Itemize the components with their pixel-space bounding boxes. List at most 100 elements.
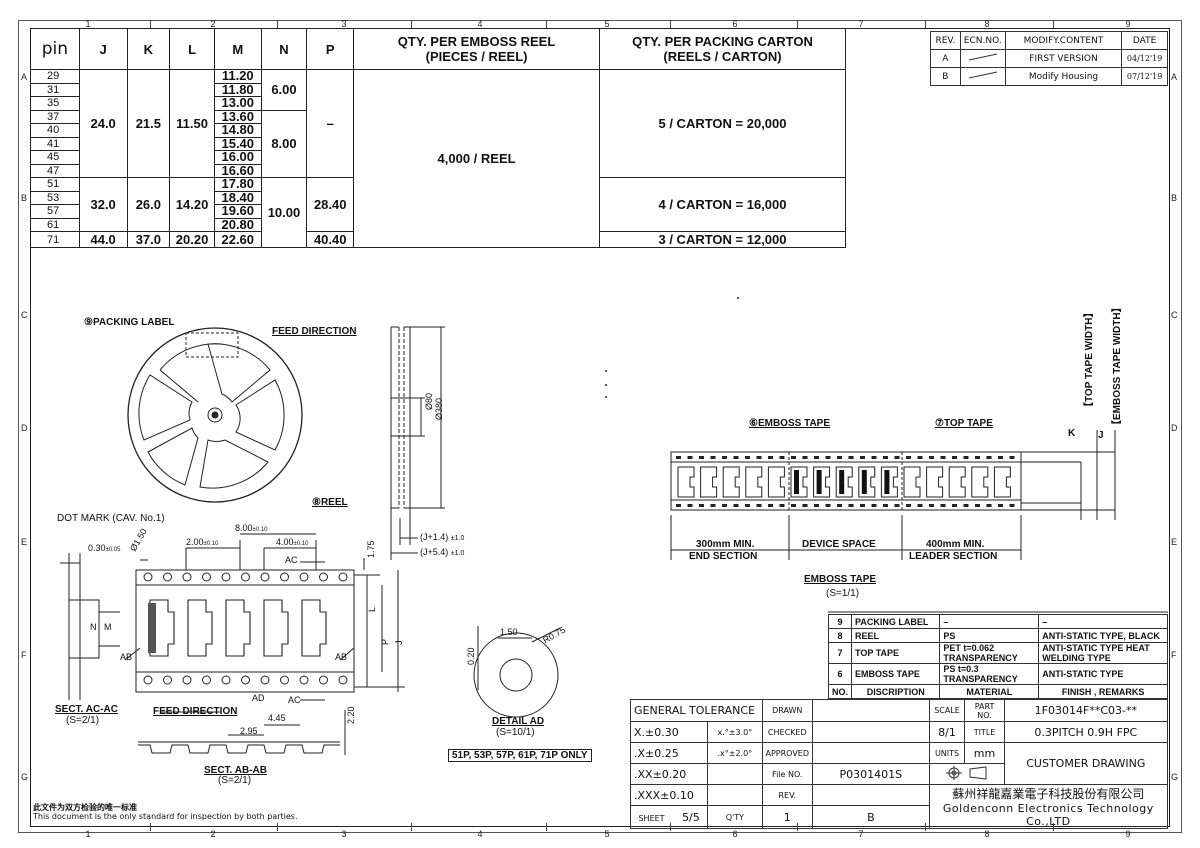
tape-cavity [790, 466, 808, 498]
carrier-sprocket-hole [221, 572, 231, 582]
zone-number-top: 3 [341, 19, 347, 29]
tape-sprocket-hole [883, 456, 888, 459]
detail-ad-scale: (S=10/1) [496, 727, 535, 738]
col-j: J [78, 28, 128, 70]
part-no-label: PART NO. [964, 699, 1005, 722]
detail-ad-title: DETAIL AD [492, 716, 545, 727]
tape-sprocket-hole [929, 456, 934, 459]
sheet-cell: SHEET 5/5 [629, 805, 709, 829]
m-value: 17.80 [213, 177, 262, 192]
dim-220: 2.20 [346, 706, 356, 724]
tape-cavity [700, 466, 718, 498]
bom-header-desc: DISCRIPTION [851, 684, 941, 699]
leader-section-length: 400mm MIN. [926, 539, 985, 550]
scale-value: 8/1 [928, 721, 966, 743]
customer-drawing: CUSTOMER DRAWING [1003, 742, 1169, 785]
k-value: 37.0 [126, 231, 171, 248]
carrier-pocket [301, 599, 327, 657]
section-ac-bottom: AC [288, 695, 301, 705]
j-value: 44.0 [78, 231, 128, 248]
zone-tick [150, 20, 151, 28]
carrier-tape-detail [60, 533, 405, 701]
bom-header-fin: FINISH , REMARKS [1038, 684, 1168, 699]
carrier-sprocket-hole [143, 572, 153, 582]
tape-sprocket-hole [917, 504, 923, 507]
footer-cn-note: 此文件为双方检验的唯一标准 [33, 803, 137, 812]
zone-letter-right: B [1171, 193, 1178, 203]
tape-sprocket-hole [894, 504, 900, 507]
tape-sprocket-hole [779, 504, 785, 507]
tape-sprocket-hole [906, 504, 911, 507]
col-p: P [306, 28, 355, 70]
dim-j-detail: J [394, 640, 404, 646]
bom-finish: – [1038, 614, 1168, 629]
dim-n: N [90, 622, 97, 632]
zone-letter-left: E [21, 537, 28, 547]
n-value: 8.00 [260, 109, 308, 178]
zone-letter-left: C [21, 310, 28, 320]
checked-label: CHECKED [761, 721, 814, 743]
carrier-sprocket-hole [260, 675, 270, 685]
carrier-pockets [148, 599, 327, 657]
sect-ab-scale: (S=2/1) [218, 775, 252, 786]
dim-030: 0.30±0.05 [88, 543, 121, 553]
bom-no: 8 [827, 628, 853, 643]
carrier-sprocket-hole [163, 572, 172, 582]
tape-sprocket-hole [699, 504, 704, 507]
sect-ac-title: SECT. AC-AC [55, 704, 118, 715]
l-value: 14.20 [169, 177, 215, 232]
tape-sprocket-hole [676, 456, 681, 459]
j-value: 24.0 [78, 69, 128, 178]
bom-no: 6 [827, 663, 853, 685]
end-section-label: END SECTION [689, 551, 758, 562]
zone-letter-right: A [1171, 72, 1178, 82]
tape-sprocket-hole [952, 504, 957, 507]
tape-sprocket-hole [963, 456, 969, 459]
tape-sprocket-hole [733, 456, 739, 459]
tape-cavity [993, 466, 1011, 498]
zone-tick [797, 20, 798, 28]
part-no: 1F03014F**C03-** [1003, 699, 1169, 722]
carrier-sprocket-hole [299, 675, 309, 685]
dim-k-tape: K [1068, 428, 1076, 439]
zone-number-bottom: 3 [341, 829, 347, 839]
tape-sprocket-hole [722, 456, 727, 459]
dim-175: 1.75 [366, 540, 376, 558]
section-ab-left: AB [120, 652, 133, 662]
col-pin: pin [30, 28, 80, 70]
file-no-label: File NO. [761, 763, 814, 785]
tape-sprocket-hole [710, 504, 716, 507]
company-en: Goldenconn Electronics Technology Co.,LT… [942, 802, 1154, 828]
tape-sprocket-hole [676, 504, 681, 507]
carrier-sprocket-hole [163, 675, 172, 685]
tape-sprocket-hole [837, 456, 842, 459]
zone-number-top: 2 [210, 19, 216, 29]
m-value: 16.60 [213, 163, 262, 178]
bom-finish: ANTI-STATIC TYPE HEAT WELDING TYPE [1038, 642, 1168, 664]
pin-dimension-table: pin J K L M N P QTY. PER EMBOSS REEL(PIE… [30, 28, 846, 248]
tape-sprocket-hole [986, 504, 992, 507]
tape-sprocket-hole [768, 456, 773, 459]
carton-qty-sub: (REELS / CARTON) [663, 49, 782, 64]
carrier-component [148, 603, 156, 653]
carton-qty-value: 5 / CARTON = 20,000 [599, 69, 846, 178]
tape-sprocket-hole [848, 456, 854, 459]
rev-b-date: 07/12'19 [1121, 67, 1168, 86]
company-cn: 蘇州祥龍嘉業電子科技股份有限公司 [952, 787, 1145, 801]
carrier-sprocket-hole [338, 675, 348, 685]
tape-sprocket-hole [975, 504, 980, 507]
k-value: 26.0 [126, 177, 171, 232]
reel-qty-value: 4,000 / REEL [353, 69, 600, 248]
bom-material: – [939, 614, 1040, 629]
sect-ac-scale: (S=2/1) [66, 715, 100, 726]
m-value: 13.60 [213, 109, 262, 124]
tape-sprocket-hole [871, 504, 877, 507]
bom-material: PET t=0.062 TRANSPARENCY [939, 642, 1040, 664]
tape-sprocket-hole [687, 504, 693, 507]
dim-d80: Ø80 [424, 392, 434, 410]
pin-count-cell: 40 [30, 123, 80, 138]
tape-sprocket-hole [837, 504, 842, 507]
emboss-tape-width-label: 【EMBOSS TAPE WIDTH】 [1112, 302, 1123, 430]
company-block: 蘇州祥龍嘉業電子科技股份有限公司 Goldenconn Electronics … [928, 784, 1169, 829]
carrier-pocket [149, 599, 175, 657]
